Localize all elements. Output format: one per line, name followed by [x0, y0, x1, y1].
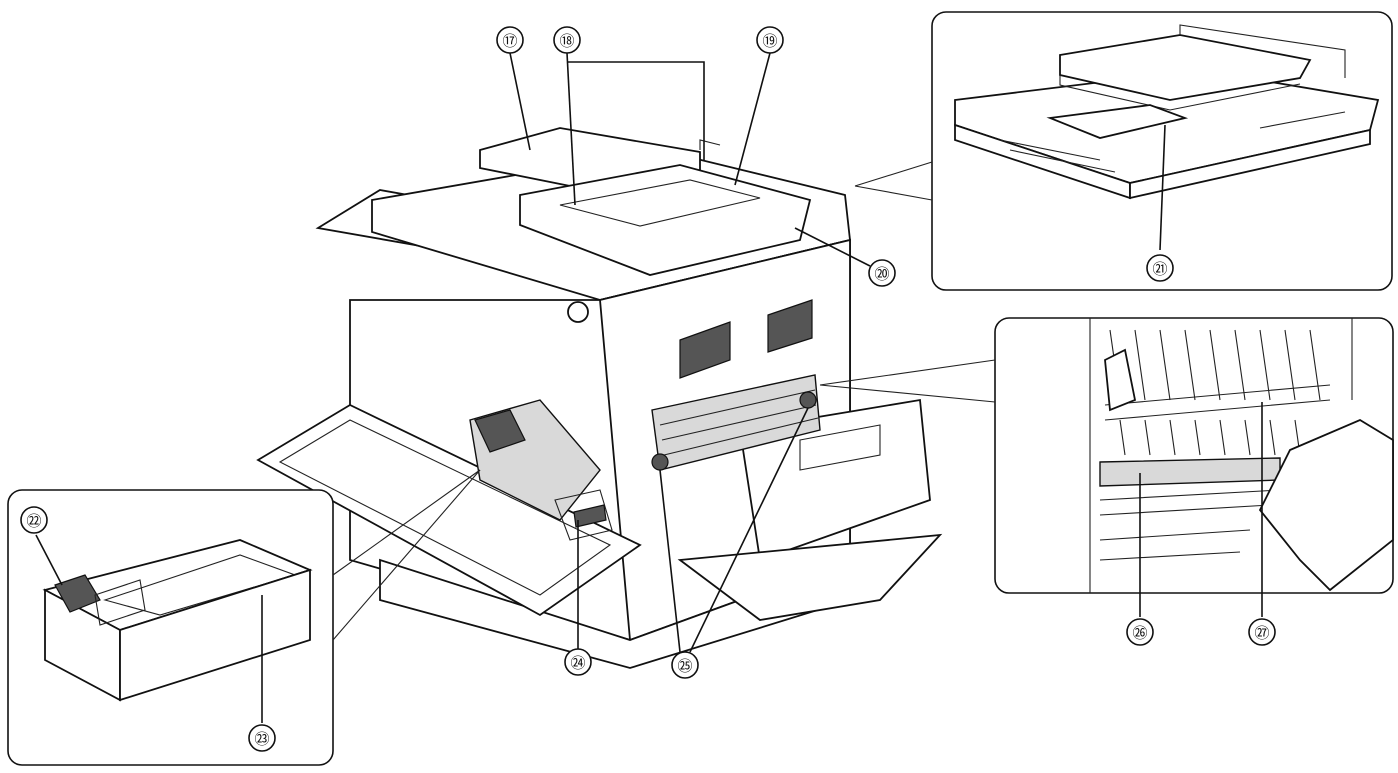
inset-document-feeder: ㉑ [931, 11, 1393, 291]
callout-21: ㉑ [1152, 260, 1167, 278]
callout-18: ⑱ [559, 32, 574, 50]
leader-19 [734, 52, 771, 186]
toner-lock-lever-inset [54, 574, 101, 613]
front-cover-inner [278, 419, 612, 596]
callout-26: ㉖ [1132, 624, 1147, 642]
callout-circle-25 [671, 651, 699, 679]
machine-feeder-slot [559, 179, 761, 227]
callout-20: ⑳ [874, 265, 889, 283]
toner-lock-lever [474, 409, 526, 453]
fusing-release-lever-left [651, 453, 669, 471]
fusing-inset-rollers [1099, 489, 1281, 561]
leader-18a [566, 52, 576, 206]
fusing-inset-lever [1104, 348, 1137, 412]
callout-17: ⑰ [502, 32, 517, 50]
inset-connector-feeder-b [854, 185, 933, 201]
leader-17 [509, 52, 531, 151]
transfer-charger-cleaner [573, 504, 607, 528]
callout-circle-27 [1248, 618, 1276, 646]
leader-25a [659, 469, 681, 653]
inset-connector-toner-b [332, 469, 481, 641]
drum-area [554, 489, 613, 541]
front-cover-open [256, 403, 642, 617]
power-button [567, 301, 589, 323]
copier-illustration [256, 127, 943, 669]
callout-27: ㉗ [1254, 624, 1269, 642]
leader-18b [567, 61, 705, 160]
inset-connector-fusing-a [819, 359, 996, 386]
callout-24: ㉔ [570, 654, 585, 672]
inset-fusing-area: ㉖ ㉗ [994, 317, 1394, 646]
callout-circle-26 [1126, 618, 1154, 646]
side-vents [679, 299, 813, 379]
callout-22: ㉒ [26, 512, 41, 530]
feeder-hinge [699, 139, 721, 150]
feeder-tray-edge [1059, 75, 1301, 111]
fusing-release-lever-right [799, 391, 817, 409]
vent-right [767, 299, 813, 353]
toner-knob [94, 579, 146, 626]
feeder-stopper [1179, 24, 1346, 78]
feeder-base-side [1129, 128, 1371, 200]
callout-23: ㉓ [254, 730, 269, 748]
side-cover-vent [799, 424, 881, 471]
inset-connector-toner-a [332, 469, 481, 576]
inset-connector-fusing-b [819, 384, 996, 403]
leader-25b [689, 407, 809, 653]
inset-connector-feeder-a [854, 161, 933, 187]
leader-21 [1159, 124, 1166, 251]
bypass-tray [677, 533, 943, 621]
callout-circle-22 [20, 506, 48, 534]
callout-circle-23 [248, 724, 276, 752]
callout-circle-21 [1146, 254, 1174, 282]
hand-illustration [1258, 418, 1394, 592]
feeder-ribs [999, 111, 1346, 173]
side-cover-open [738, 398, 931, 562]
vent-left [679, 321, 731, 379]
leader-22 [35, 534, 63, 586]
leader-20 [794, 227, 871, 267]
callout-25: ㉕ [677, 657, 692, 675]
inset-toner-cartridge: ㉒ ㉓ [7, 489, 334, 766]
callout-circle-20 [868, 259, 896, 287]
feeder-exit-tray [1046, 104, 1189, 139]
fusing-ribs [659, 389, 819, 456]
callout-19: ⑲ [762, 32, 777, 50]
